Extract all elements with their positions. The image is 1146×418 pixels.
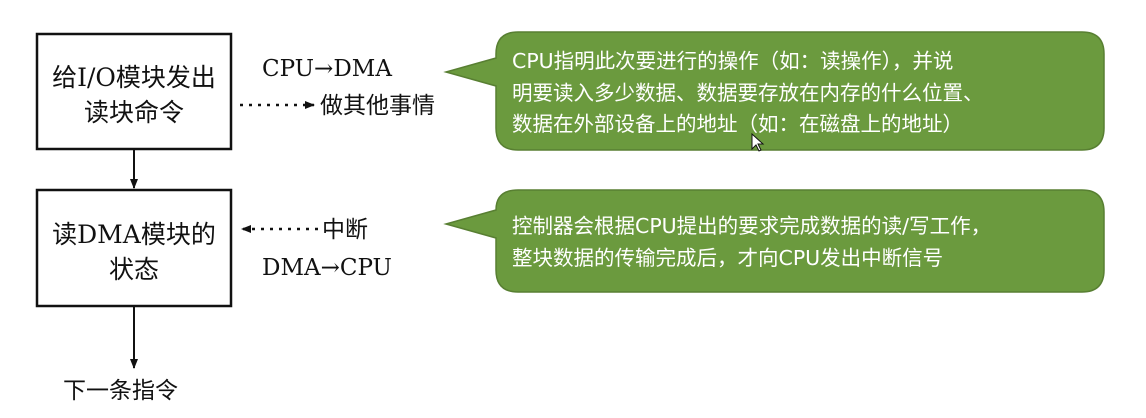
callout-top-line1: CPU指明此次要进行的操作（如：读操作），并说 bbox=[512, 49, 953, 73]
dma-to-cpu-label: DMA→CPU bbox=[262, 255, 392, 281]
box2-line2: 状态 bbox=[109, 255, 159, 284]
box1-line2: 读块命令 bbox=[84, 98, 184, 127]
next-instruction-label: 下一条指令 bbox=[63, 378, 178, 404]
callout-top-shape bbox=[443, 31, 1105, 151]
box-read-dma-status bbox=[35, 188, 233, 308]
mouse-cursor-icon bbox=[751, 132, 765, 152]
box-issue-read-command bbox=[35, 32, 233, 151]
do-other-things-label: 做其他事情 bbox=[320, 93, 435, 119]
callout-bottom-line1: 控制器会根据CPU提出的要求完成数据的读/写工作， bbox=[512, 214, 991, 238]
callout-top-line2: 明要读入多少数据、数据要存放在内存的什么位置、 bbox=[512, 81, 984, 105]
callout-bottom-line2: 整块数据的传输完成后，才向CPU发出中断信号 bbox=[512, 246, 943, 270]
interrupt-label: 中断 bbox=[322, 217, 368, 243]
box2-line1: 读DMA模块的 bbox=[52, 220, 216, 249]
callout-bottom-shape bbox=[443, 189, 1105, 293]
cpu-to-dma-label: CPU→DMA bbox=[262, 56, 392, 82]
box1-line1: 给I/O模块发出 bbox=[52, 63, 216, 92]
callout-top-line3: 数据在外部设备上的地址（如：在磁盘上的地址） bbox=[512, 112, 963, 136]
